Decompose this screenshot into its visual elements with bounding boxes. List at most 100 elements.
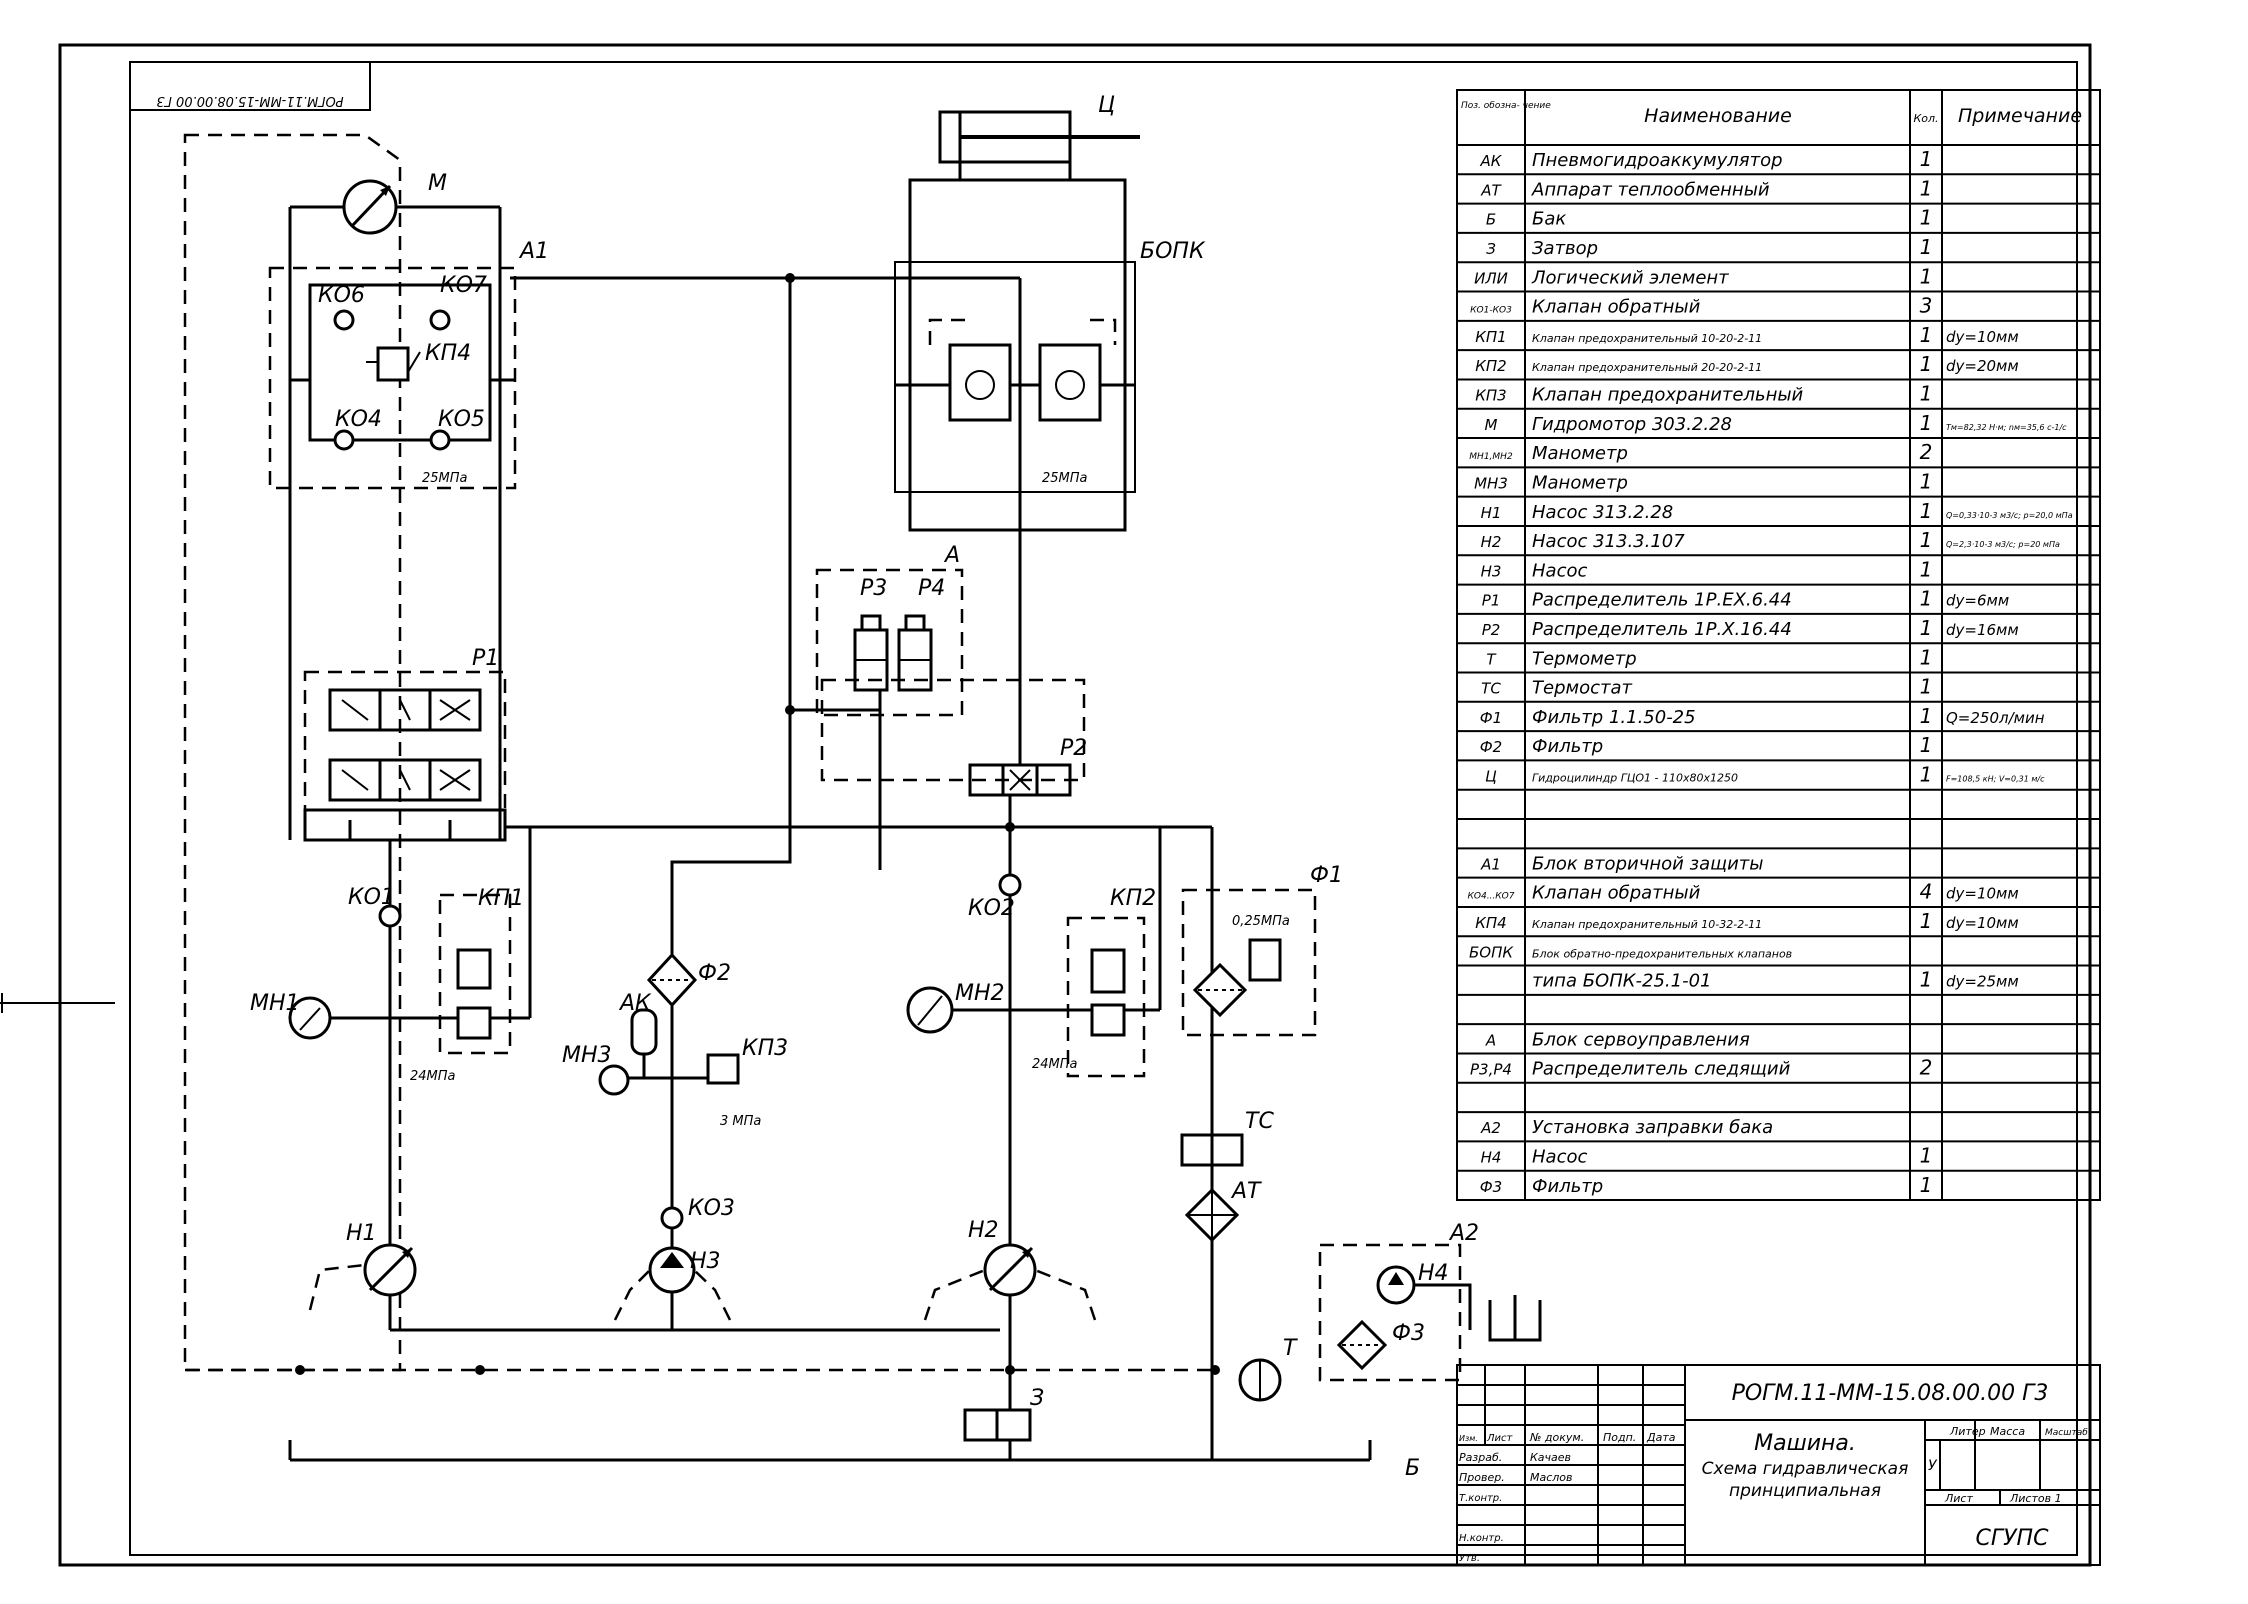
svg-text:АТ: АТ bbox=[1230, 1179, 1262, 1204]
spec-note: Q=250л/мин bbox=[1946, 709, 2045, 727]
block-a2 bbox=[1318, 1243, 1462, 1382]
spec-pos: Т bbox=[1486, 650, 1497, 668]
svg-text:Лист: Лист bbox=[1486, 1433, 1514, 1444]
spec-pos: Н2 bbox=[1481, 533, 1502, 551]
spec-pos: Р1 bbox=[1482, 592, 1501, 610]
spec-name: Фильтр bbox=[1532, 736, 1603, 757]
tb-name-2: Схема гидравлическая bbox=[1702, 1459, 1909, 1479]
distributor-p1 bbox=[303, 670, 507, 812]
svg-text:Т: Т bbox=[1283, 1336, 1298, 1361]
spec-pos: А1 bbox=[1480, 855, 1501, 873]
mirrored-code: РОГМ.11-ММ-15.08.00.00 Г3 bbox=[156, 93, 343, 108]
spec-pos: КП3 bbox=[1475, 387, 1506, 405]
svg-text:Примечание: Примечание bbox=[1958, 105, 2082, 127]
svg-text:КП1: КП1 bbox=[478, 886, 524, 911]
spec-name: Фильтр bbox=[1532, 1176, 1603, 1197]
svg-text:Маслов: Маслов bbox=[1530, 1471, 1573, 1484]
spec-name: Распределитель 1Р.Х.16.44 bbox=[1532, 619, 1792, 640]
spec-pos: Ф2 bbox=[1480, 738, 1502, 756]
hydraulic-circuit: М А1 КО6 КО7 КО4 КО5 КП4 25МПа Р1 КО1 МН… bbox=[183, 93, 1542, 1481]
svg-text:КО3: КО3 bbox=[688, 1196, 735, 1221]
spec-qty: 1 bbox=[1920, 587, 1933, 611]
spec-name: Гидромотор 303.2.28 bbox=[1532, 414, 1732, 435]
spec-name: Блок вторичной защиты bbox=[1532, 853, 1763, 874]
spec-pos: МН3 bbox=[1474, 474, 1508, 492]
spec-name: типа БОПК-25.1-01 bbox=[1532, 971, 1712, 992]
svg-text:КП3: КП3 bbox=[742, 1036, 788, 1061]
mirrored-code-stamp bbox=[129, 61, 371, 111]
spec-pos: Ц bbox=[1485, 768, 1497, 786]
svg-text:Н3: Н3 bbox=[690, 1249, 721, 1274]
spec-row: А1 Блок вторичной защиты bbox=[1457, 853, 2100, 879]
svg-text:0,25МПа: 0,25МПа bbox=[1232, 914, 1290, 929]
svg-text:КО1: КО1 bbox=[348, 885, 395, 910]
spec-qty: 2 bbox=[1920, 440, 1933, 464]
tb-code: РОГМ.11-ММ-15.08.00.00 Г3 bbox=[1732, 1381, 2049, 1406]
spec-note: dу=16мм bbox=[1946, 621, 2019, 639]
spec-pos: БОПК bbox=[1469, 943, 1514, 961]
svg-text:Н4: Н4 bbox=[1418, 1261, 1449, 1286]
svg-text:А: А bbox=[943, 543, 960, 568]
svg-text:У: У bbox=[1928, 1458, 1938, 1474]
relief-valve-kp1 bbox=[438, 893, 512, 1055]
svg-text:Листов 1: Листов 1 bbox=[2009, 1492, 2062, 1505]
spec-qty: 1 bbox=[1920, 176, 1933, 200]
svg-text:КО2: КО2 bbox=[968, 896, 1015, 921]
spec-qty: 1 bbox=[1920, 323, 1933, 347]
spec-pos: М bbox=[1485, 416, 1498, 434]
svg-text:3 МПа: 3 МПа bbox=[720, 1114, 761, 1129]
spec-name: Клапан обратный bbox=[1532, 297, 1701, 318]
spec-name: Насос bbox=[1532, 560, 1587, 581]
svg-text:Разраб.: Разраб. bbox=[1459, 1451, 1502, 1464]
svg-text:Качаев: Качаев bbox=[1530, 1451, 1571, 1464]
spec-note: dу=20мм bbox=[1946, 357, 2019, 375]
svg-text:Масса: Масса bbox=[1990, 1425, 2025, 1438]
spec-qty: 3 bbox=[1920, 294, 1933, 318]
spec-note: dу=25мм bbox=[1946, 973, 2019, 991]
spec-pos: ИЛИ bbox=[1474, 269, 1508, 287]
spec-qty: 1 bbox=[1920, 411, 1933, 435]
spec-qty: 1 bbox=[1920, 499, 1933, 523]
spec-qty: 1 bbox=[1920, 557, 1933, 581]
spec-name: Блок сервоуправления bbox=[1532, 1029, 1750, 1050]
spec-name: Клапан предохранительный 10-32-2-11 bbox=[1532, 918, 1762, 931]
spec-name: Термостат bbox=[1532, 678, 1632, 699]
spec-qty: 1 bbox=[1920, 147, 1933, 171]
spec-name: Термометр bbox=[1532, 648, 1637, 669]
spec-pos: КП1 bbox=[1475, 328, 1506, 346]
svg-text:Литер: Литер bbox=[1949, 1425, 1986, 1438]
spec-table: Поз. обозна- чение Наименование Кол. При… bbox=[1456, 89, 2101, 1201]
svg-text:АК: АК bbox=[618, 991, 652, 1016]
svg-text:Ф2: Ф2 bbox=[698, 961, 731, 986]
spec-qty: 2 bbox=[1920, 1056, 1933, 1080]
spec-pos: Н1 bbox=[1481, 504, 1502, 522]
svg-text:Ф3: Ф3 bbox=[1392, 1321, 1425, 1346]
svg-text:КО7: КО7 bbox=[440, 273, 487, 298]
tb-org: СГУПС bbox=[1976, 1526, 2050, 1551]
spec-pos: КП2 bbox=[1475, 357, 1506, 375]
spec-name: Клапан предохранительный 20-20-2-11 bbox=[1532, 361, 1762, 374]
svg-text:КП2: КП2 bbox=[1110, 886, 1156, 911]
spec-name: Затвор bbox=[1532, 238, 1598, 259]
svg-text:Р1: Р1 bbox=[472, 646, 499, 671]
spec-qty: 1 bbox=[1920, 968, 1933, 992]
spec-name: Насос bbox=[1532, 1146, 1587, 1167]
spec-pos: АТ bbox=[1480, 181, 1502, 199]
bopk-block bbox=[908, 178, 1127, 532]
